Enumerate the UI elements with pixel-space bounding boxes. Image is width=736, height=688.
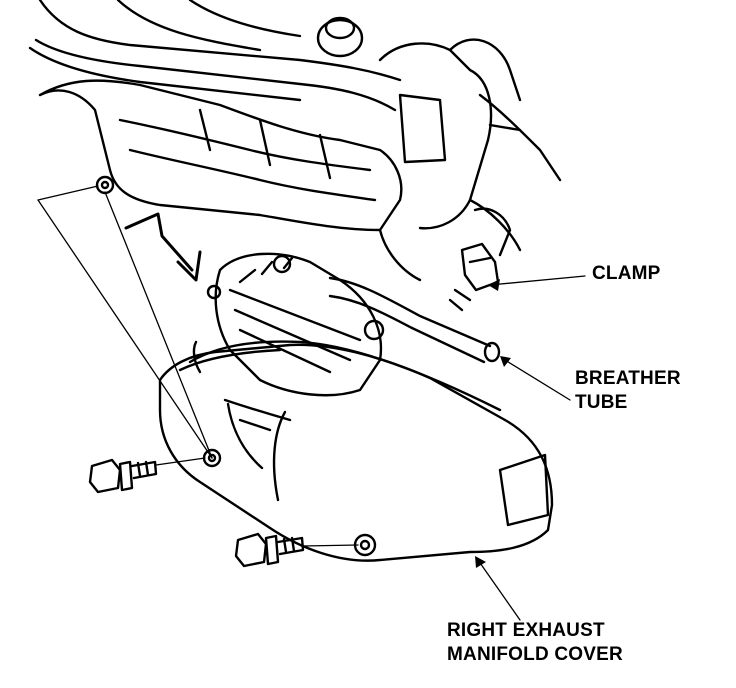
clamp-part	[448, 207, 512, 312]
engine-block	[378, 38, 562, 282]
leader-arrowheads	[475, 279, 511, 568]
clamp-label: CLAMP	[592, 262, 661, 286]
manifold-cover-label-line-1: RIGHT EXHAUST	[447, 620, 605, 641]
clamp-label-line: CLAMP	[592, 263, 661, 284]
exhaust-manifold	[38, 79, 403, 232]
bolt-lower	[234, 532, 305, 568]
alternator	[206, 252, 385, 397]
manifold-cover	[158, 340, 554, 562]
breather-tube-label-line-2: TUBE	[575, 392, 628, 413]
top-cap	[316, 16, 364, 58]
upper-pipes	[28, 0, 402, 112]
manifold-cover-label: RIGHT EXHAUST MANIFOLD COVER	[447, 619, 623, 667]
guide-lines	[37, 185, 586, 621]
breather-tube	[328, 276, 501, 364]
motion-arrow	[124, 212, 202, 282]
manifold-cover-label-line-2: MANIFOLD COVER	[447, 644, 623, 665]
breather-tube-label: BREATHER TUBE	[575, 367, 681, 415]
bolt-upper	[88, 458, 158, 494]
breather-tube-label-line-1: BREATHER	[575, 368, 681, 389]
